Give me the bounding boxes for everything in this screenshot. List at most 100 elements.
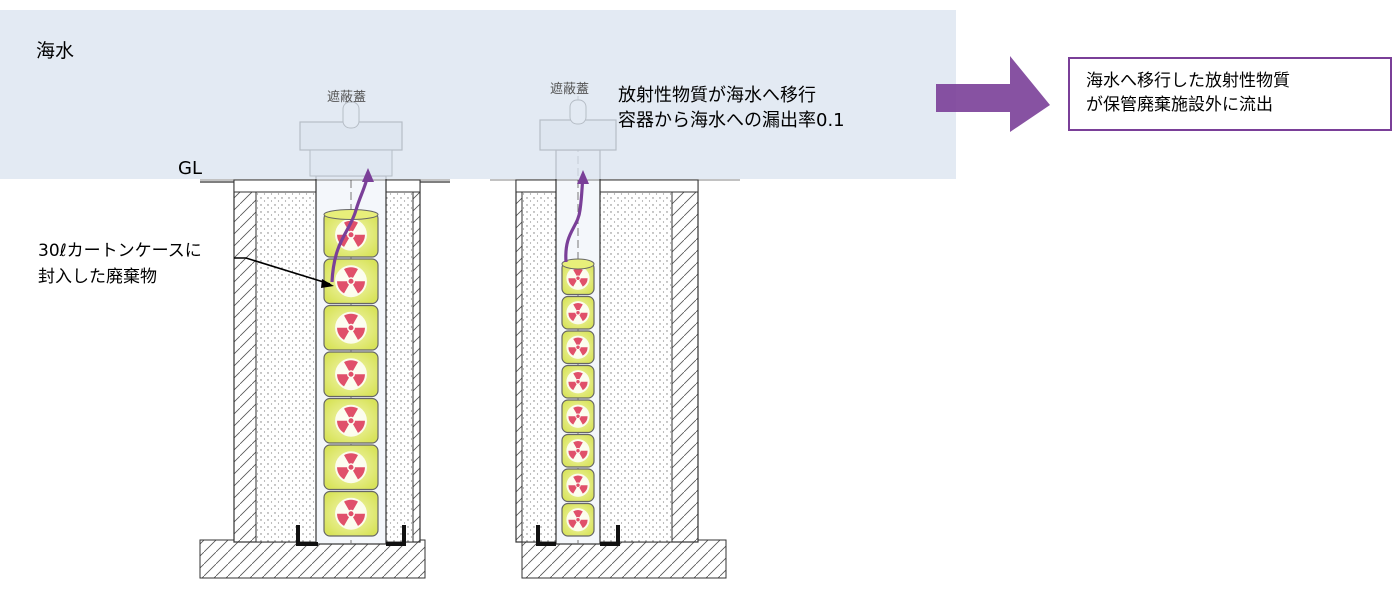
outflow-line-2: が保管廃棄施設外に流出: [1086, 95, 1273, 115]
waste-carton: [561, 433, 595, 468]
waste-carton: [561, 468, 595, 503]
radiation-blade: [579, 416, 588, 425]
left-base-plate-b: [386, 525, 406, 546]
carton-top: [323, 209, 379, 220]
radiation-icon: [568, 337, 588, 356]
outflow-callout-box: 海水へ移行した放射性物質 が保管廃棄施設外に流出: [1068, 57, 1392, 131]
radiation-blade: [579, 519, 588, 529]
radiation-center: [348, 464, 354, 470]
radiation-icon: [568, 303, 588, 322]
radiation-blade: [579, 450, 588, 460]
radiation-icon: [337, 267, 365, 294]
radiation-blade: [337, 327, 350, 340]
radiation-blade: [573, 372, 583, 380]
waste-leader-line: [234, 257, 331, 285]
radiation-blade: [568, 450, 577, 460]
transfer-line-2: 容器から海水への漏出率0.1: [618, 110, 845, 131]
radiation-center: [576, 483, 580, 487]
radiation-blade: [579, 312, 588, 322]
seawater-region: [0, 10, 956, 179]
right-base-plate-a: [536, 525, 556, 546]
radiation-blade: [344, 406, 358, 418]
radiation-blade: [352, 281, 365, 294]
radiation-blade: [344, 360, 358, 371]
outflow-line-1: 海水へ移行した放射性物質: [1086, 71, 1290, 91]
radiation-blade: [573, 510, 583, 518]
radiation-blade: [573, 268, 583, 276]
radiation-blade: [579, 381, 588, 391]
left-shield-lid-label: 遮蔽蓋: [327, 90, 367, 105]
waste-carton-label: 30ℓカートンケースに 封入した廃棄物: [38, 238, 202, 290]
radiation-blade: [573, 337, 583, 345]
radiation-center: [348, 232, 354, 238]
radiation-center: [576, 449, 580, 453]
radiation-blade: [568, 519, 577, 529]
left-migration-arrow: [330, 173, 370, 283]
radiation-icon: [337, 453, 365, 480]
radiation-blade: [568, 347, 577, 356]
radiation-blade: [352, 327, 365, 340]
right-shield-lid-label: 遮蔽蓋: [550, 82, 590, 97]
radiation-blade: [579, 278, 588, 287]
radiation-icon: [337, 499, 365, 526]
radiation-icon: [337, 313, 365, 340]
radiation-center: [348, 418, 354, 424]
ground-level-label: GL: [178, 158, 202, 179]
radiation-blade: [579, 347, 588, 356]
radiation-blade: [573, 303, 583, 311]
waste-carton: [323, 351, 379, 398]
radiation-blade: [337, 467, 350, 480]
radiation-blade: [337, 420, 350, 433]
waste-carton: [561, 364, 595, 399]
radiation-blade: [344, 499, 358, 511]
left-base-plate-a: [296, 525, 318, 546]
radiation-icon: [568, 475, 588, 494]
radiation-blade: [568, 312, 577, 322]
left-waste-cartons: [323, 209, 379, 537]
transfer-annotation: 放射性物質が海水へ移行 容器から海水への漏出率0.1: [618, 83, 845, 133]
waste-carton: [561, 502, 595, 537]
waste-carton: [561, 261, 595, 296]
radiation-blade: [337, 513, 350, 526]
radiation-blade: [337, 281, 350, 294]
radiation-blade: [344, 267, 358, 278]
outflow-arrow: [936, 56, 1050, 132]
radiation-blade: [573, 441, 583, 449]
radiation-blade: [352, 513, 365, 526]
right-pit-top-slab: [515, 179, 699, 193]
waste-label-line-2: 封入した廃棄物: [38, 267, 157, 287]
transfer-line-1: 放射性物質が海水へ移行: [618, 85, 816, 106]
right-waste-cartons: [561, 258, 595, 537]
waste-carton: [323, 444, 379, 491]
radiation-blade: [344, 220, 358, 232]
radiation-icon: [568, 406, 588, 425]
radiation-icon: [337, 406, 365, 433]
radiation-blade: [352, 467, 365, 480]
waste-carton: [323, 258, 379, 305]
right-migration-arrow: [564, 175, 585, 263]
waste-carton: [323, 397, 379, 444]
waste-leader-arrowhead: [321, 279, 334, 288]
radiation-center: [348, 325, 354, 331]
right-base-plate-b: [600, 525, 620, 546]
radiation-blade: [568, 278, 577, 287]
radiation-icon: [568, 372, 588, 391]
radiation-blade: [568, 485, 577, 494]
radiation-blade: [352, 374, 365, 387]
radiation-icon: [568, 441, 588, 460]
waste-carton: [561, 399, 595, 434]
waste-carton: [323, 304, 379, 351]
radiation-blade: [573, 475, 583, 483]
radiation-center: [348, 371, 354, 377]
radiation-blade: [344, 313, 358, 325]
radiation-blade: [352, 234, 365, 247]
radiation-center: [576, 345, 580, 349]
radiation-blade: [352, 420, 365, 433]
radiation-center: [576, 276, 580, 280]
radiation-blade: [573, 406, 583, 414]
carton-top: [561, 258, 595, 270]
radiation-center: [576, 380, 580, 384]
radiation-icon: [568, 510, 588, 529]
radiation-center: [576, 311, 580, 315]
